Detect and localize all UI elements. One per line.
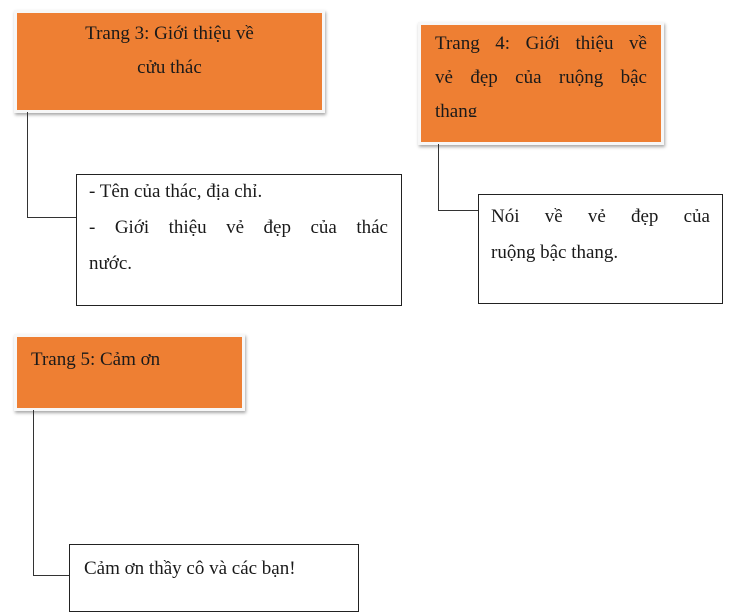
connector-page3-vertical	[27, 112, 28, 218]
page4-detail-box: Nói về vẻ đẹp của ruộng bậc thang.	[478, 194, 723, 304]
page3-title-line2: cửu thác	[137, 57, 202, 78]
connector-page5-vertical	[33, 410, 34, 576]
page3-detail-line3: nước.	[89, 253, 133, 274]
page3-title-line1: Trang 3: Giới thiệu về	[85, 23, 254, 44]
page4-title-box: Trang 4: Giới thiệu về vẻ đẹp của ruộng …	[418, 22, 664, 145]
page3-detail-box: - Tên của thác, địa chỉ. - Giới thiệu vẻ…	[76, 174, 402, 306]
connector-page3-horizontal	[27, 217, 76, 218]
page3-title-box: Trang 3: Giới thiệu về cửu thác	[14, 10, 325, 113]
connector-page4-vertical	[438, 144, 439, 211]
page3-detail-line2: - Giới thiệu vẻ đẹp của thác	[89, 217, 388, 238]
page4-title-line2: vẻ đẹp của ruộng bậc	[435, 67, 647, 88]
connector-page5-horizontal	[33, 575, 70, 576]
page5-detail-text: Cảm ơn thầy cô và các bạn!	[84, 558, 296, 579]
page3-detail-line1: - Tên của thác, địa chỉ.	[89, 181, 263, 202]
page4-detail-line1: Nói về vẻ đẹp của	[491, 206, 710, 227]
page4-title-line1: Trang 4: Giới thiệu về	[435, 33, 647, 54]
page5-title: Trang 5: Cảm ơn	[31, 349, 161, 370]
connector-page4-horizontal	[438, 210, 478, 211]
page5-title-box: Trang 5: Cảm ơn	[14, 334, 245, 411]
page5-detail-box: Cảm ơn thầy cô và các bạn!	[69, 544, 359, 612]
page4-detail-line2: ruộng bậc thang.	[491, 242, 619, 263]
page4-title-line3: thang	[435, 101, 478, 117]
